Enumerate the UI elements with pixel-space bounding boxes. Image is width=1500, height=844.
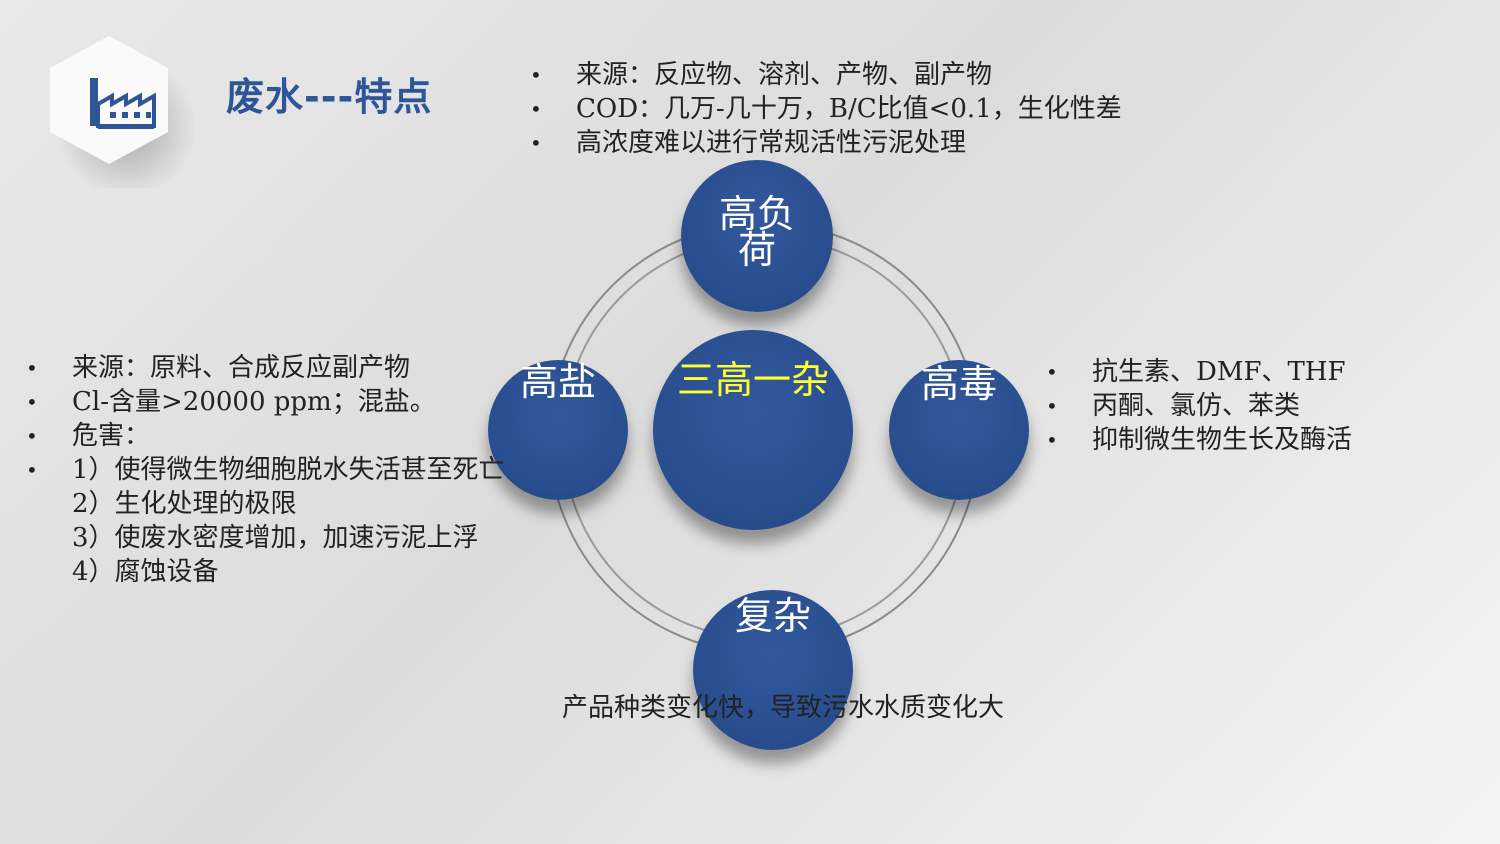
- list-item: •1）使得微生物细胞脱水失活甚至死亡: [26, 455, 505, 485]
- source-cod-list: •来源：反应物、溶剂、产物、副产物 •COD：几万-几十万，B/C比值<0.1，…: [530, 58, 1122, 160]
- high-load-label-line1: 高负: [718, 192, 795, 236]
- bullet-icon: •: [26, 390, 38, 414]
- factory-icon: [90, 78, 156, 129]
- center-circle: 三高一杂: [653, 330, 853, 530]
- bullet-icon: •: [26, 458, 38, 482]
- bullet-icon: •: [530, 131, 542, 155]
- high-salt-label: 高盐: [519, 360, 596, 404]
- list-item: •来源：反应物、溶剂、产物、副产物: [530, 60, 993, 90]
- bullet-icon: •: [26, 356, 38, 380]
- bullet-icon: •: [1046, 360, 1058, 384]
- list-item: •高浓度难以进行常规活性污泥处理: [530, 128, 967, 158]
- list-item: •Cl-含量>20000 ppm；混盐。: [26, 387, 436, 417]
- list-item: •丙酮、氯仿、苯类: [1046, 391, 1301, 421]
- list-item: •抑制微生物生长及酶活: [1046, 425, 1353, 455]
- complex-label: 复杂: [734, 594, 811, 638]
- list-item: •来源：原料、合成反应副产物: [26, 353, 411, 383]
- logo-badge: [38, 30, 194, 188]
- bullet-icon: •: [1046, 394, 1058, 418]
- bullet-icon: •: [1046, 428, 1058, 452]
- page-title: 废水---特点: [226, 75, 433, 119]
- complex-circle: 复杂: [693, 590, 853, 750]
- high-load-circle: 高负 荷: [681, 160, 833, 312]
- complex-note: 产品种类变化快，导致污水水质变化大: [562, 693, 1005, 723]
- high-toxicity-list: •抗生素、DMF、THF •丙酮、氯仿、苯类 •抑制微生物生长及酶活: [1046, 355, 1352, 457]
- high-load-label-line2: 荷: [737, 228, 776, 272]
- bullet-icon: •: [26, 424, 38, 448]
- list-item: •COD：几万-几十万，B/C比值<0.1，生化性差: [530, 94, 1122, 124]
- list-item: 3）使废水密度增加，加速污泥上浮: [72, 523, 479, 553]
- high-salt-circle: 高盐: [488, 360, 628, 500]
- list-item: •抗生素、DMF、THF: [1046, 357, 1346, 387]
- list-item: 2）生化处理的极限: [72, 489, 297, 519]
- bullet-icon: •: [530, 97, 542, 121]
- high-toxicity-label: 高毒: [920, 362, 997, 406]
- high-salt-list: •来源：原料、合成反应副产物 •Cl-含量>20000 ppm；混盐。 •危害：…: [26, 351, 505, 589]
- list-item: 4）腐蚀设备: [72, 557, 219, 587]
- list-item: •危害：: [26, 421, 151, 451]
- high-toxicity-circle: 高毒: [889, 360, 1029, 500]
- bullet-icon: •: [530, 63, 542, 87]
- center-label: 三高一杂: [676, 358, 829, 402]
